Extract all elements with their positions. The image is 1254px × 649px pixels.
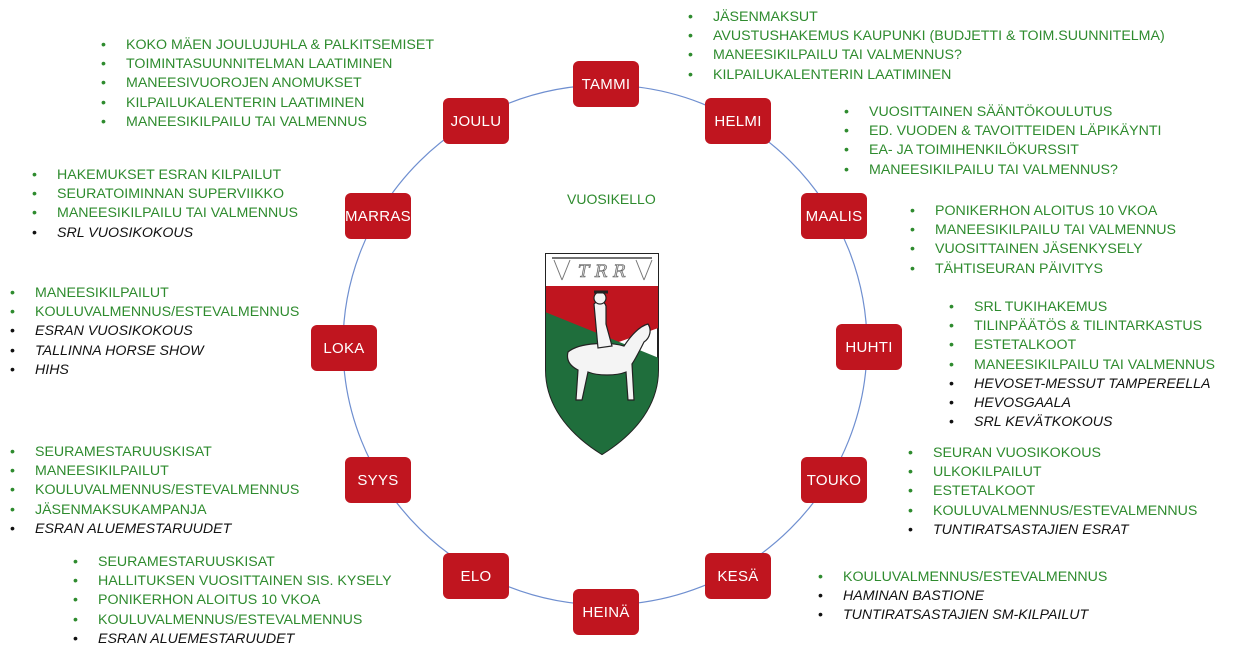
list-item: KOULUVALMENNUS/ESTEVALMENNUS bbox=[908, 502, 1197, 521]
list-item: ESTETALKOOT bbox=[908, 482, 1197, 501]
list-item: HAKEMUKSET ESRAN KILPAILUT bbox=[32, 166, 298, 185]
list-item: MANEESIKILPAILUT bbox=[10, 462, 299, 481]
list-item: JÄSENMAKSUT bbox=[688, 8, 1165, 27]
list-item: TALLINNA HORSE SHOW bbox=[10, 342, 299, 361]
list-item: ESRAN ALUEMESTARUUDET bbox=[73, 630, 392, 649]
list-item: KILPAILUKALENTERIN LAATIMINEN bbox=[688, 66, 1165, 85]
list-item: HAMINAN BASTIONE bbox=[818, 587, 1107, 606]
list-item: PONIKERHON ALOITUS 10 VKOA bbox=[73, 591, 392, 610]
list-item: ESRAN VUOSIKOKOUS bbox=[10, 322, 299, 341]
list-item: ESRAN ALUEMESTARUUDET bbox=[10, 520, 299, 539]
month-huhti: HUHTI bbox=[836, 324, 902, 370]
list-item: MANEESIKILPAILU TAI VALMENNUS? bbox=[688, 46, 1165, 65]
list-item: KILPAILUKALENTERIN LAATIMINEN bbox=[101, 94, 434, 113]
list-item: SEURAN VUOSIKOKOUS bbox=[908, 444, 1197, 463]
list-item: MANEESIKILPAILU TAI VALMENNUS bbox=[101, 113, 434, 132]
list-item: MANEESIKILPAILUT bbox=[10, 284, 299, 303]
month-joulu: JOULU bbox=[443, 98, 509, 144]
list-item: VUOSITTAINEN JÄSENKYSELY bbox=[910, 240, 1176, 259]
list-item: SRL VUOSIKOKOUS bbox=[32, 224, 298, 243]
month-marras: MARRAS bbox=[345, 193, 411, 239]
list-item: VUOSITTAINEN SÄÄNTÖKOULUTUS bbox=[844, 103, 1161, 122]
list-item: ULKOKILPAILUT bbox=[908, 463, 1197, 482]
list-item: MANEESIKILPAILU TAI VALMENNUS bbox=[949, 356, 1215, 375]
list-item: TOIMINTASUUNNITELMAN LAATIMINEN bbox=[101, 55, 434, 74]
month-heina: HEINÄ bbox=[573, 589, 639, 635]
list-item: PONIKERHON ALOITUS 10 VKOA bbox=[910, 202, 1176, 221]
list-item: HALLITUKSEN VUOSITTAINEN SIS. KYSELY bbox=[73, 572, 392, 591]
emblem-letters: T R R bbox=[578, 262, 626, 282]
list-item: TUNTIRATSASTAJIEN SM-KILPAILUT bbox=[818, 606, 1107, 625]
list-marras: HAKEMUKSET ESRAN KILPAILUTSEURATOIMINNAN… bbox=[32, 166, 298, 243]
list-syys: SEURAMESTARUUSKISATMANEESIKILPAILUTKOULU… bbox=[10, 443, 299, 539]
list-huhti: SRL TUKIHAKEMUSTILINPÄÄTÖS & TILINTARKAS… bbox=[949, 298, 1215, 433]
list-item: KOULUVALMENNUS/ESTEVALMENNUS bbox=[818, 568, 1107, 587]
list-item: MANEESIKILPAILU TAI VALMENNUS? bbox=[844, 161, 1161, 180]
month-loka: LOKA bbox=[311, 325, 377, 371]
list-helmi: VUOSITTAINEN SÄÄNTÖKOULUTUSED. VUODEN & … bbox=[844, 103, 1161, 180]
list-item: JÄSENMAKSUKAMPANJA bbox=[10, 501, 299, 520]
list-item: SRL TUKIHAKEMUS bbox=[949, 298, 1215, 317]
month-kesa: KESÄ bbox=[705, 553, 771, 599]
list-loka: MANEESIKILPAILUTKOULUVALMENNUS/ESTEVALME… bbox=[10, 284, 299, 380]
list-tammi: JÄSENMAKSUTAVUSTUSHAKEMUS KAUPUNKI (BUDJ… bbox=[688, 8, 1165, 85]
list-item: SRL KEVÄTKOKOUS bbox=[949, 413, 1215, 432]
list-item: KOULUVALMENNUS/ESTEVALMENNUS bbox=[73, 611, 392, 630]
list-item: KOULUVALMENNUS/ESTEVALMENNUS bbox=[10, 303, 299, 322]
list-item: HEVOSGAALA bbox=[949, 394, 1215, 413]
month-helmi: HELMI bbox=[705, 98, 771, 144]
list-item: HIHS bbox=[10, 361, 299, 380]
list-touko: SEURAN VUOSIKOKOUSULKOKILPAILUTESTETALKO… bbox=[908, 444, 1197, 540]
list-joulu: KOKO MÄEN JOULUJUHLA & PALKITSEMISETTOIM… bbox=[101, 36, 434, 132]
list-elo: SEURAMESTARUUSKISATHALLITUKSEN VUOSITTAI… bbox=[73, 553, 392, 649]
list-item: TUNTIRATSASTAJIEN ESRAT bbox=[908, 521, 1197, 540]
month-touko: TOUKO bbox=[801, 457, 867, 503]
list-item: AVUSTUSHAKEMUS KAUPUNKI (BUDJETTI & TOIM… bbox=[688, 27, 1165, 46]
month-syys: SYYS bbox=[345, 457, 411, 503]
list-item: SEURAMESTARUUSKISAT bbox=[73, 553, 392, 572]
list-item: ESTETALKOOT bbox=[949, 336, 1215, 355]
list-item: TÄHTISEURAN PÄIVITYS bbox=[910, 260, 1176, 279]
list-item: MANEESIVUOROJEN ANOMUKSET bbox=[101, 74, 434, 93]
month-elo: ELO bbox=[443, 553, 509, 599]
list-item: SEURAMESTARUUSKISAT bbox=[10, 443, 299, 462]
list-item: HEVOSET-MESSUT TAMPEREELLA bbox=[949, 375, 1215, 394]
list-item: ED. VUODEN & TAVOITTEIDEN LÄPIKÄYNTI bbox=[844, 122, 1161, 141]
month-maalis: MAALIS bbox=[801, 193, 867, 239]
club-emblem: T R R bbox=[545, 253, 659, 456]
list-item: KOULUVALMENNUS/ESTEVALMENNUS bbox=[10, 481, 299, 500]
list-item: MANEESIKILPAILU TAI VALMENNUS bbox=[32, 204, 298, 223]
list-item: TILINPÄÄTÖS & TILINTARKASTUS bbox=[949, 317, 1215, 336]
diagram-title: VUOSIKELLO bbox=[567, 191, 656, 207]
list-item: MANEESIKILPAILU TAI VALMENNUS bbox=[910, 221, 1176, 240]
list-item: KOKO MÄEN JOULUJUHLA & PALKITSEMISET bbox=[101, 36, 434, 55]
list-item: SEURATOIMINNAN SUPERVIIKKO bbox=[32, 185, 298, 204]
list-maalis: PONIKERHON ALOITUS 10 VKOAMANEESIKILPAIL… bbox=[910, 202, 1176, 279]
month-tammi: TAMMI bbox=[573, 61, 639, 107]
list-kesa: KOULUVALMENNUS/ESTEVALMENNUSHAMINAN BAST… bbox=[818, 568, 1107, 626]
list-item: EA- JA TOIMIHENKILÖKURSSIT bbox=[844, 141, 1161, 160]
